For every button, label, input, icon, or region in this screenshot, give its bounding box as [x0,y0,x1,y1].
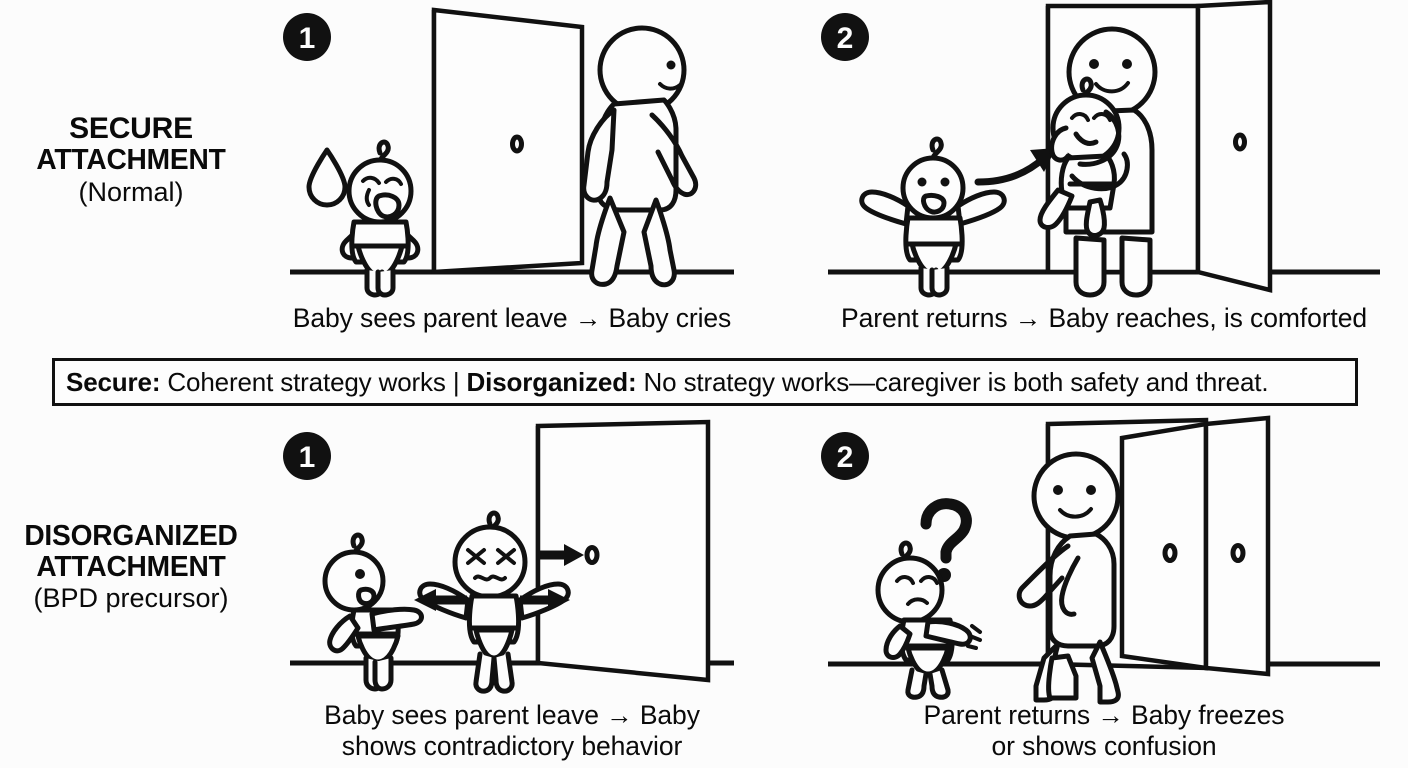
panel-secure-2: 2 [800,0,1408,298]
row-label-secure: SECURE ATTACHMENT (Normal) [0,113,262,206]
adult-walking-in [1016,451,1121,705]
row-label-disorganized-line2: ATTACHMENT [36,550,226,583]
teardrop-icon [306,147,348,208]
row-label-secure-sub: (Normal) [78,176,184,207]
row-label-disorganized-line1: DISORGANIZED [24,520,238,552]
arrow-right-lower-icon [520,589,570,611]
baby-happy-reaching [859,136,1007,298]
banner-disorganized-text: No strategy works—caregiver is both safe… [636,366,1269,397]
caption-secure-1: Baby sees parent leave → Baby cries [292,303,732,333]
panel-secure-1: 1 [262,0,762,298]
banner-disorganized-label: Disorganized: [466,366,637,397]
step-badge-2: 2 [821,13,869,61]
row-label-disorganized-sub: (BPD precursor) [33,583,229,614]
step-badge-1: 1 [283,13,331,61]
baby-frozen-confused [875,540,982,700]
caption-secure-2: Parent returns → Baby reaches, is comfor… [841,303,1367,333]
arrow-left-icon [414,589,467,611]
arrow-right-upper-icon [540,544,584,566]
banner-secure-label: Secure: [66,366,161,397]
banner-separator: | [452,366,467,397]
summary-banner: Secure: Coherent strategy works | Disorg… [52,358,1358,406]
row-label-secure-line2: ATTACHMENT [36,143,226,176]
parent-holding-baby [1037,26,1158,298]
summary-banner-text: Secure: Coherent strategy works | Disorg… [55,366,1269,398]
row-label-disorganized: DISORGANIZED ATTACHMENT (BPD precursor) [0,521,262,613]
door [431,7,585,275]
baby-worried-left [322,532,424,692]
panel-disorganized-1: 1 [262,418,762,698]
step-badge-1-number: 1 [299,441,316,474]
step-badge-2-number: 2 [837,441,854,474]
step-badge-1: 1 [283,432,331,480]
step-badge-2: 2 [821,432,869,480]
door [535,419,711,683]
banner-secure-text: Coherent strategy works [160,366,453,397]
adult-walking-out [581,25,699,288]
caption-disorganized-1: Baby sees parent leave → Baby shows cont… [324,700,700,761]
panel-disorganized-2: 2 [800,415,1408,705]
reach-arrow-icon [974,148,1056,186]
baby-crying [339,139,421,298]
step-badge-2-number: 2 [837,22,854,55]
caption-disorganized-2: Parent returns → Baby freezes or shows c… [923,700,1285,761]
step-badge-1-number: 1 [299,22,316,55]
row-label-secure-line1: SECURE [69,112,193,145]
